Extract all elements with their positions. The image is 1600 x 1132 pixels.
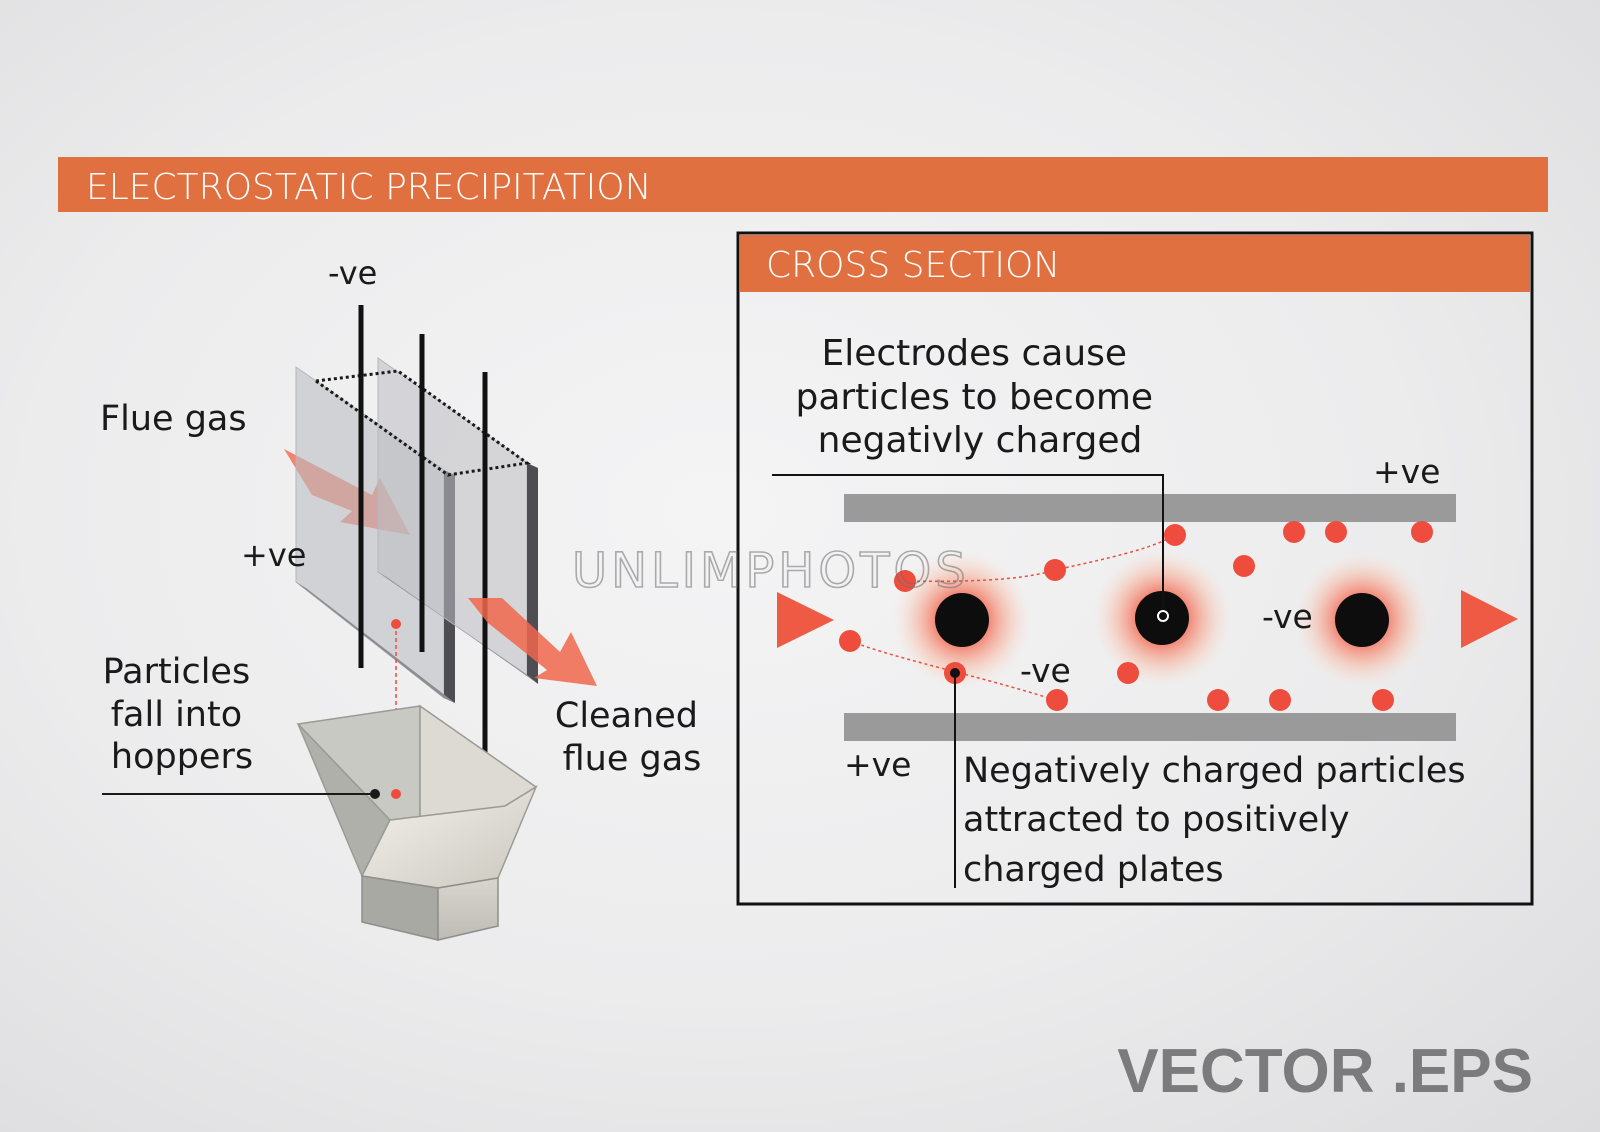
plate-top-outline (315, 369, 531, 477)
cleaned-flue-gas-label: Cleaned flue gas (555, 696, 709, 779)
deposited-particle (391, 789, 401, 799)
cross-section-panel: CROSS SECTION (736, 231, 1534, 906)
plate-positive-label: +ve (241, 536, 306, 574)
gas-inlet-arrow (777, 592, 834, 648)
electrode-negative-label: -ve (328, 254, 377, 292)
particle (1207, 689, 1229, 711)
bottom-plate-positive-label: +ve (844, 745, 911, 784)
particles-fall-label: Particles fall into hoppers (103, 652, 262, 777)
particle (1044, 559, 1066, 581)
charged-particles (839, 521, 1433, 711)
particle (1325, 521, 1347, 543)
particle (1411, 521, 1433, 543)
electrode-2 (1135, 591, 1189, 645)
particle (839, 630, 861, 652)
top-positive-plate (844, 494, 1456, 522)
attract-note: Negatively charged particles attracted t… (963, 751, 1477, 890)
particle (1117, 662, 1139, 684)
falling-particle (391, 619, 401, 629)
bottom-positive-plate (844, 713, 1456, 741)
hopper (296, 704, 538, 941)
electrode-1 (935, 593, 989, 647)
flue-gas-label: Flue gas (100, 399, 247, 439)
top-plate-positive-label: +ve (1373, 452, 1440, 491)
cleaned-gas-arrow (468, 598, 597, 686)
watermark: UNLIMPHOTOS (572, 543, 970, 599)
electrode-negative-label-2: -ve (1262, 597, 1313, 636)
electrode-negative-label-1: -ve (1020, 651, 1071, 690)
particle (1046, 689, 1068, 711)
particle (1164, 524, 1186, 546)
cross-section-title: CROSS SECTION (766, 245, 1060, 286)
particle (894, 570, 916, 592)
particle-path-lower (849, 640, 1056, 701)
cross-section-title-bar (740, 235, 1530, 292)
title-banner (58, 157, 1548, 212)
particle (1372, 689, 1394, 711)
electrode-3 (1335, 593, 1389, 647)
page-title: ELECTROSTATIC PRECIPITATION (86, 167, 652, 208)
electrodes-leader-line (772, 474, 1164, 612)
particle (1269, 689, 1291, 711)
particle (1233, 555, 1255, 577)
precipitator-3d-view: -ve +ve Flue gas Particles fall into hop… (100, 254, 709, 941)
particle (1283, 521, 1305, 543)
vector-eps-badge: VECTOR .EPS (1117, 1037, 1533, 1106)
electrodes-note: Electrodes cause particles to become neg… (795, 333, 1164, 461)
gas-outlet-arrow (1461, 590, 1518, 648)
